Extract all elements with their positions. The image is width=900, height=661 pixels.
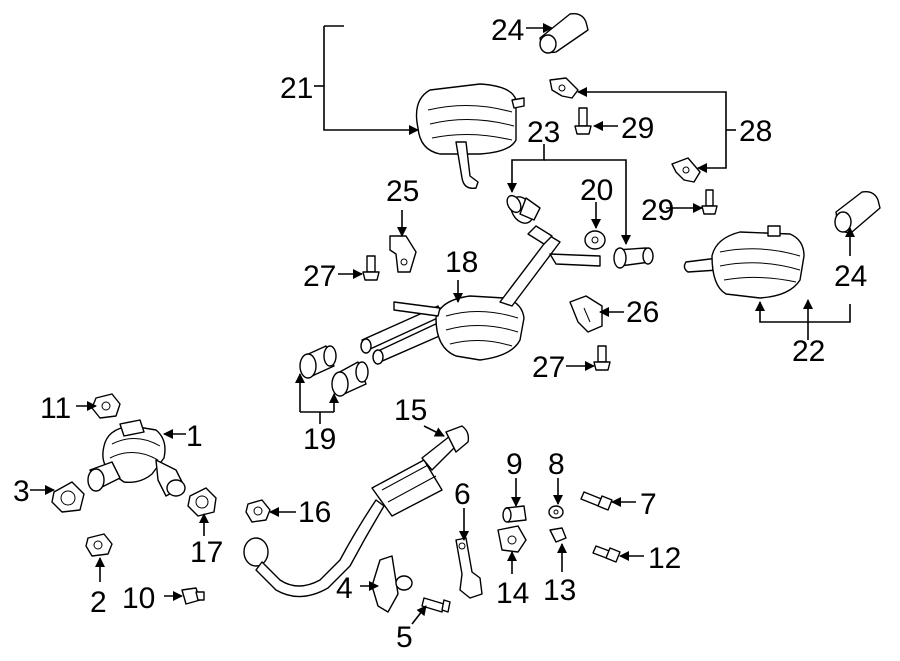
callout-6: 6	[454, 478, 471, 511]
bolt-part-29-lower	[701, 189, 718, 215]
callout-17: 17	[190, 536, 223, 569]
bolt-part-29-top	[574, 107, 592, 135]
rear-muffler-part-22	[683, 225, 805, 299]
callout-27-right: 27	[532, 351, 565, 384]
nut-part-2	[85, 533, 113, 557]
callout-18: 18	[445, 246, 478, 279]
callout-20: 20	[580, 174, 613, 207]
callout-21: 21	[280, 72, 313, 105]
bracket-part-4	[371, 555, 413, 613]
clamp-part-19-right	[331, 361, 369, 397]
nut-part-11	[91, 393, 121, 419]
bracket-part-26	[569, 295, 603, 333]
callout-8: 8	[548, 448, 565, 481]
bolt-part-27-left	[362, 255, 380, 281]
callout-numbers: 24 21 28 29 23 20 25 29 27 18 24 26 22 2…	[13, 14, 867, 654]
callout-27-left: 27	[303, 260, 336, 293]
washer-part-8	[548, 505, 564, 519]
bushing-part-9	[502, 505, 527, 523]
callout-12: 12	[648, 542, 681, 575]
bolt-part-12	[592, 545, 621, 563]
callout-11: 11	[40, 392, 71, 425]
callout-1: 1	[186, 420, 203, 453]
hanger-part-6	[455, 537, 483, 599]
callout-10: 10	[122, 582, 155, 615]
bushing-part-14	[497, 525, 527, 553]
bolt-part-7	[580, 491, 613, 511]
callout-25: 25	[386, 175, 419, 208]
sensor-part-10	[181, 587, 205, 605]
callout-24-top: 24	[491, 14, 524, 47]
leader-lines	[30, 23, 855, 625]
callout-2: 2	[90, 586, 107, 619]
callout-4: 4	[336, 572, 353, 605]
center-muffler-part-18	[360, 225, 601, 365]
callout-9: 9	[506, 448, 523, 481]
hanger-part-25	[389, 235, 417, 273]
callout-3: 3	[13, 475, 30, 508]
nut-part-16	[245, 499, 271, 523]
clamp-part-19-left	[299, 345, 337, 379]
gasket-part-3	[51, 481, 85, 513]
callout-7: 7	[640, 488, 657, 521]
catalytic-converter-part-1	[87, 419, 186, 497]
hanger-bracket-part-28-top	[549, 77, 579, 99]
callout-22: 22	[792, 335, 825, 368]
callout-24-right: 24	[834, 260, 867, 293]
callout-28: 28	[739, 115, 772, 148]
callout-19: 19	[303, 423, 336, 456]
callout-29-lower: 29	[641, 194, 674, 227]
callout-5: 5	[396, 621, 413, 654]
callout-13: 13	[543, 574, 576, 607]
callout-15: 15	[394, 394, 427, 427]
callout-14: 14	[496, 577, 529, 610]
clamp-part-23-left	[506, 194, 541, 224]
callout-29-top: 29	[621, 112, 654, 145]
gasket-part-17	[187, 487, 217, 517]
hanger-bracket-part-28-lower	[671, 157, 701, 183]
callout-16: 16	[298, 496, 331, 529]
bolt-part-27-right	[593, 345, 611, 371]
callout-23: 23	[527, 116, 560, 149]
callout-26: 26	[626, 296, 659, 329]
bolt-part-5	[421, 597, 451, 613]
front-pipe-part-15	[243, 425, 470, 598]
clamp-part-23-right	[613, 247, 654, 269]
nut-part-13	[549, 527, 567, 543]
insulator-part-20	[584, 230, 606, 250]
tailpipe-tip-part-24-right	[834, 190, 881, 234]
tailpipe-tip-part-24-top	[539, 12, 589, 54]
rear-muffler-part-21	[415, 83, 525, 189]
